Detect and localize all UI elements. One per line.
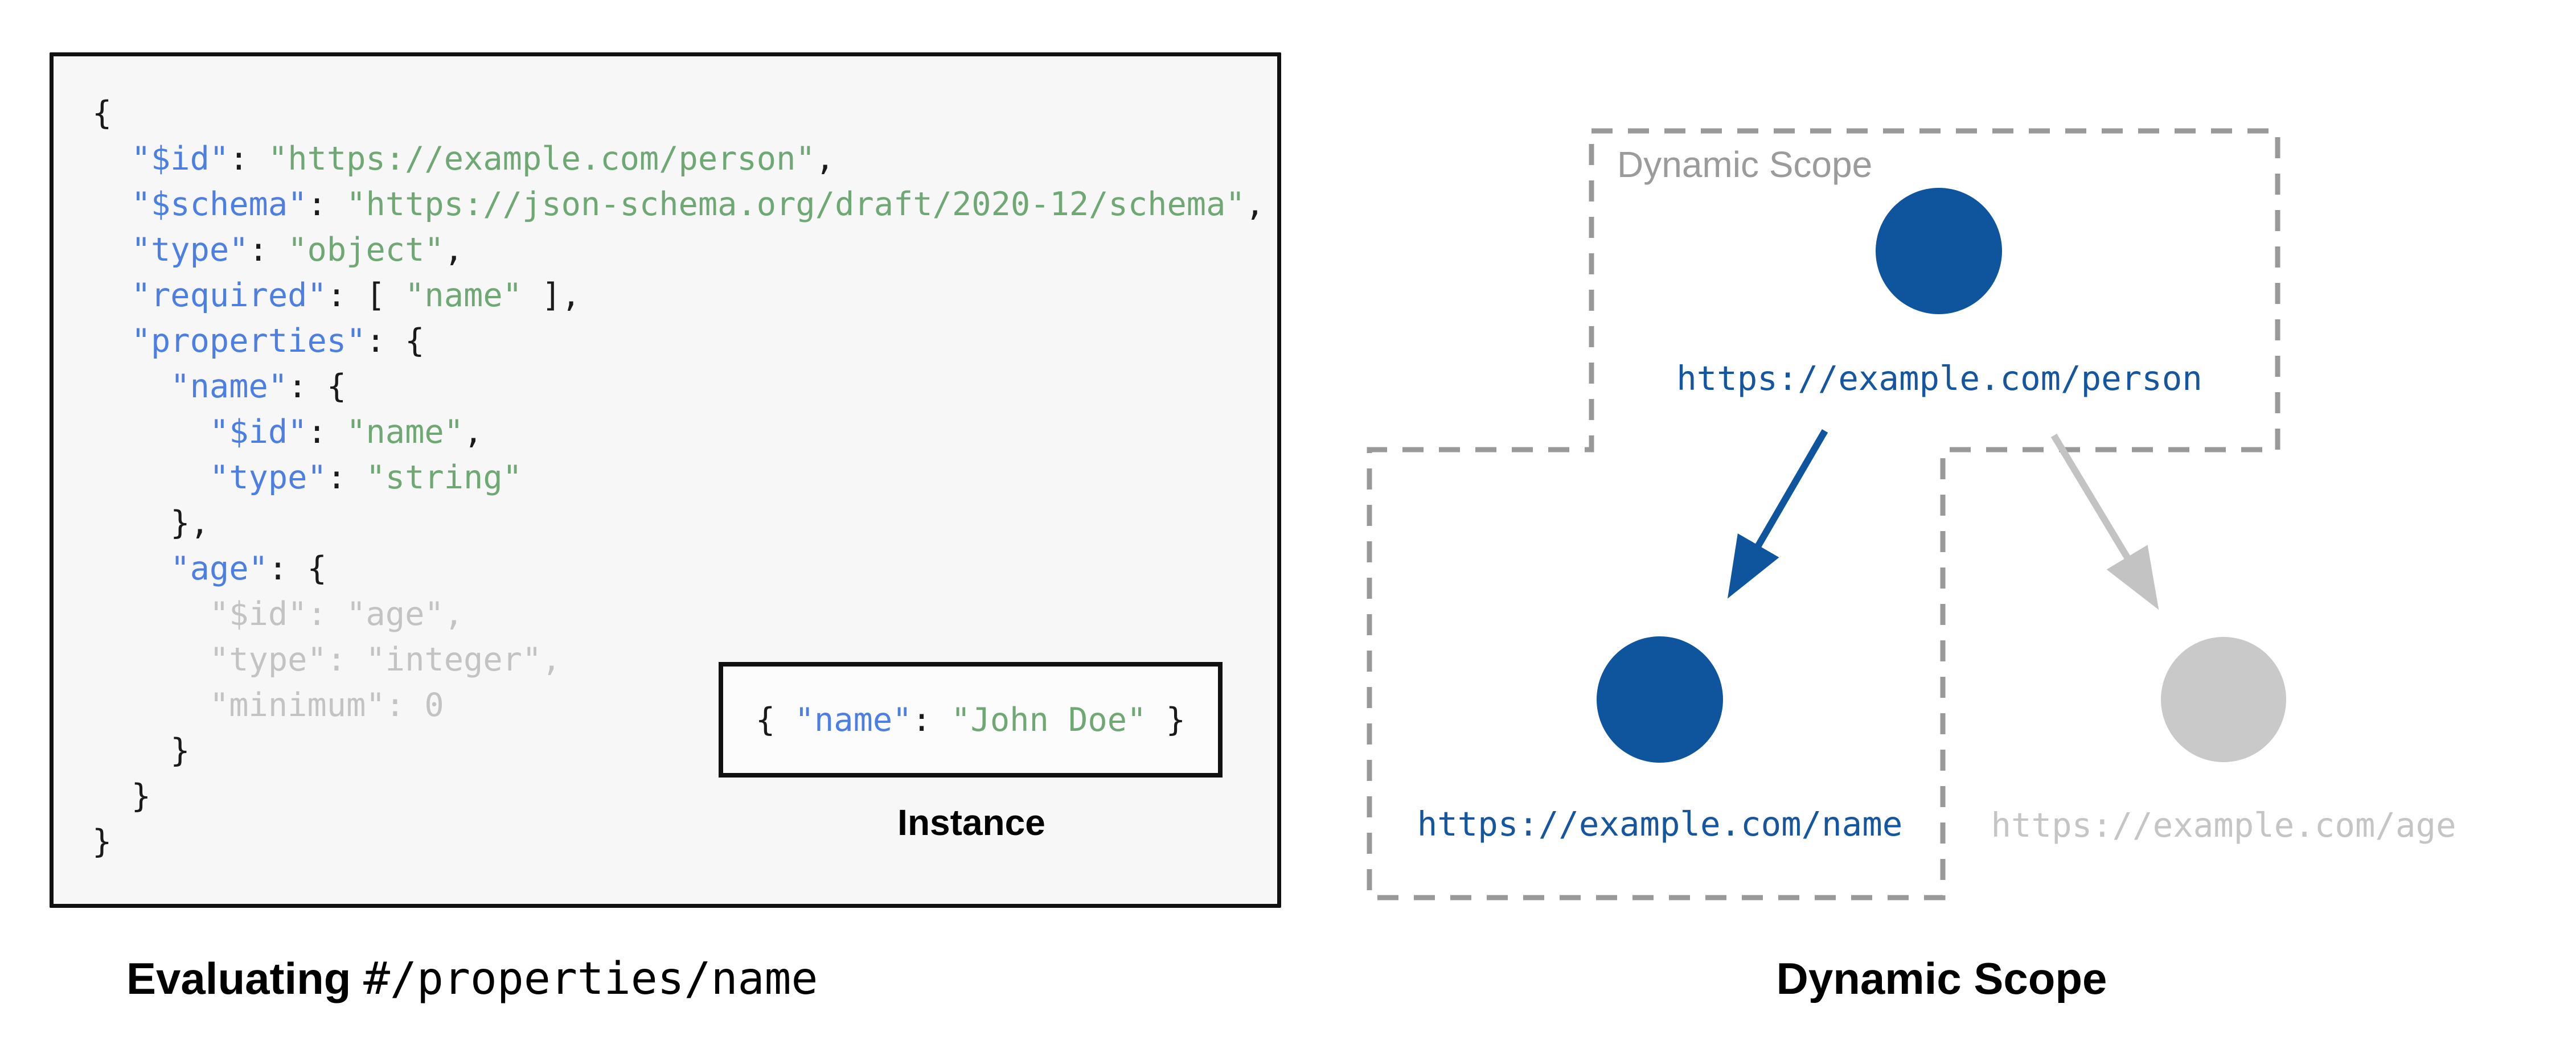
evaluating-caption-pointer: #/properties/name <box>363 953 818 1005</box>
arrow-person-to-age <box>2050 433 2159 610</box>
node-age <box>2161 637 2286 762</box>
schema-code-panel: { "$id": "https://example.com/person", "… <box>50 52 1281 908</box>
dynamic-scope-outline <box>1367 128 2280 900</box>
node-person <box>1876 188 2002 314</box>
instance-json: { "name": "John Doe" } <box>756 701 1186 739</box>
dynamic-scope-caption: Dynamic Scope <box>1776 953 2107 1003</box>
evaluating-caption-bold: Evaluating <box>126 953 351 1003</box>
node-name <box>1597 636 1723 763</box>
node-name-label: https://example.com/name <box>1417 804 1903 844</box>
dynamic-scope-box-label: Dynamic Scope <box>1617 144 1873 185</box>
node-age-label: https://example.com/age <box>1991 805 2456 845</box>
instance-box: { "name": "John Doe" } <box>719 662 1223 778</box>
node-person-label: https://example.com/person <box>1676 359 2202 398</box>
instance-caption: Instance <box>897 802 1045 843</box>
schema-code: { "$id": "https://example.com/person", "… <box>92 94 1265 861</box>
arrow-person-to-name <box>1727 429 1828 599</box>
evaluating-caption: Evaluating #/properties/name <box>126 953 818 1005</box>
